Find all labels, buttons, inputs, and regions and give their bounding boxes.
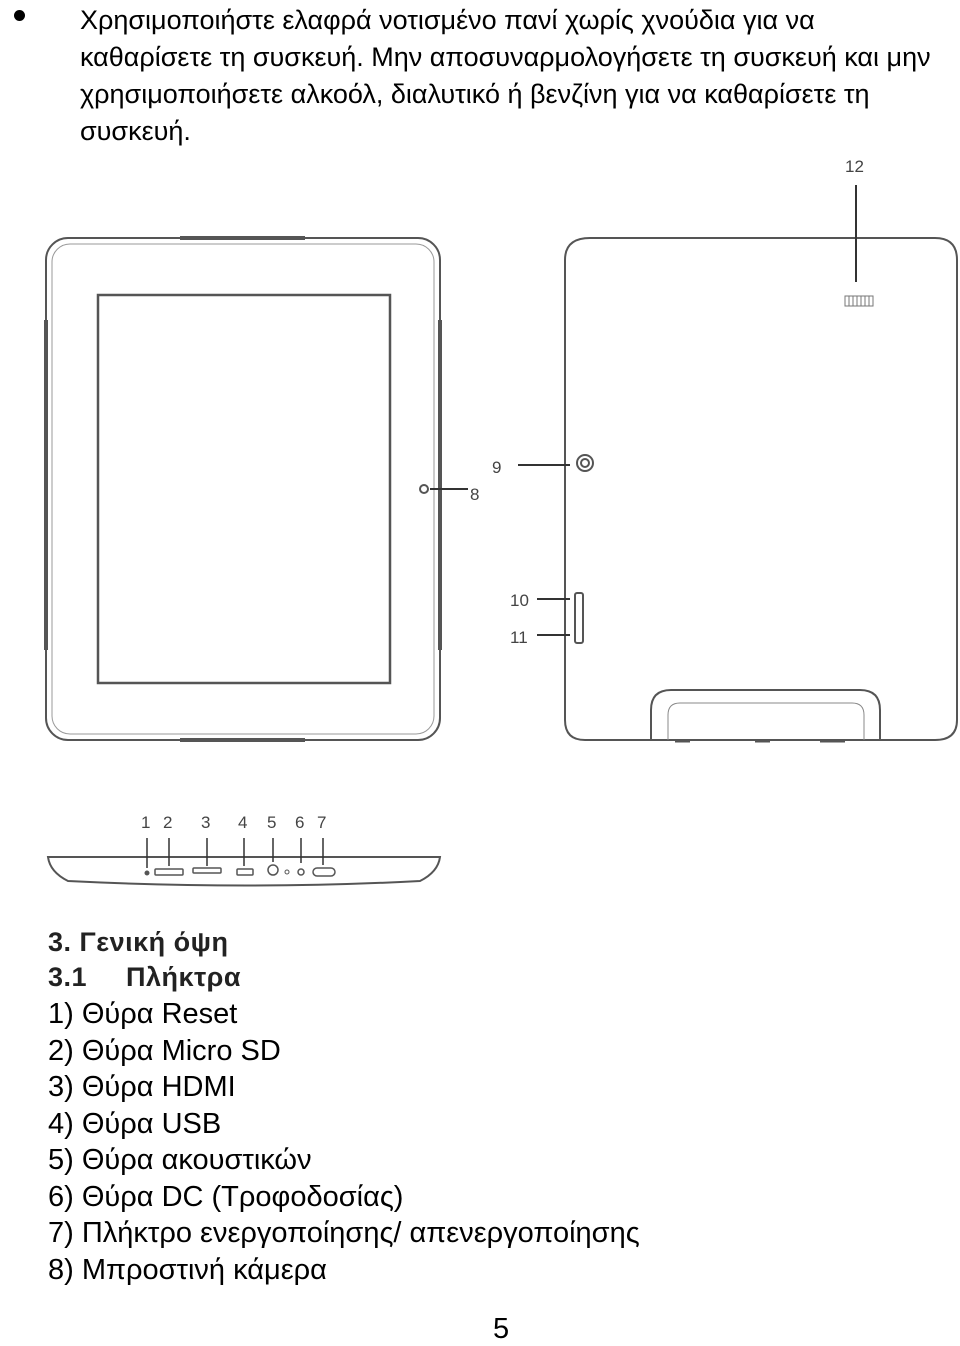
tablet-back-view: [518, 185, 958, 743]
list-item: 1) Θύρα Reset: [48, 998, 238, 1030]
section-title: 3. Γενική όψη: [48, 927, 229, 957]
callout-3: 3: [201, 813, 210, 832]
callout-4: 4: [238, 813, 247, 832]
tablet-bottom-view: [46, 838, 442, 887]
list-item: 6) Θύρα DC (Τροφοδοσίας): [48, 1180, 404, 1213]
callout-12: 12: [845, 157, 864, 176]
front-camera-dot: [419, 484, 429, 494]
list-item: 5) Θύρα ακουστικών: [48, 1144, 312, 1176]
keys-list: 1) Θύρα Reset 2) Θύρα Micro SD 3) Θύρα H…: [48, 996, 640, 1288]
callout-10: 10: [510, 591, 529, 610]
callout-5: 5: [267, 813, 276, 832]
bullet-dot: [14, 10, 25, 21]
subsection-title: 3.1 Πλήκτρα: [48, 960, 241, 994]
callout-8: 8: [470, 485, 479, 504]
subsection-label: Πλήκτρα: [126, 962, 241, 992]
list-item: 3) Θύρα HDMI: [48, 1071, 236, 1103]
list-item: 8) Μπροστινή κάμερα: [48, 1253, 327, 1286]
volume-buttons: [574, 592, 584, 644]
callout-11: 11: [510, 628, 528, 647]
rear-camera: [576, 454, 594, 472]
callout-6: 6: [295, 813, 304, 832]
callout-9: 9: [492, 458, 501, 477]
callout-7: 7: [317, 813, 326, 832]
callout-1: 1: [141, 813, 150, 832]
list-item: 2) Θύρα Micro SD: [48, 1034, 281, 1067]
subsection-number: 3.1: [48, 962, 88, 992]
list-item: 7) Πλήκτρο ενεργοποίησης/ απενεργοποίηση…: [48, 1217, 640, 1249]
tablet-diagram: 12 9 8 10 11 1 2 3 4 5 6 7: [44, 157, 958, 887]
list-item: 4) Θύρα USB: [48, 1107, 222, 1140]
page-number: 5: [493, 1313, 510, 1345]
care-note: Χρησιμοποιήστε ελαφρά νοτισμένο πανί χωρ…: [80, 5, 931, 146]
tablet-front-view: [44, 236, 468, 742]
callout-2: 2: [163, 813, 172, 832]
speaker-grille: [844, 295, 874, 307]
